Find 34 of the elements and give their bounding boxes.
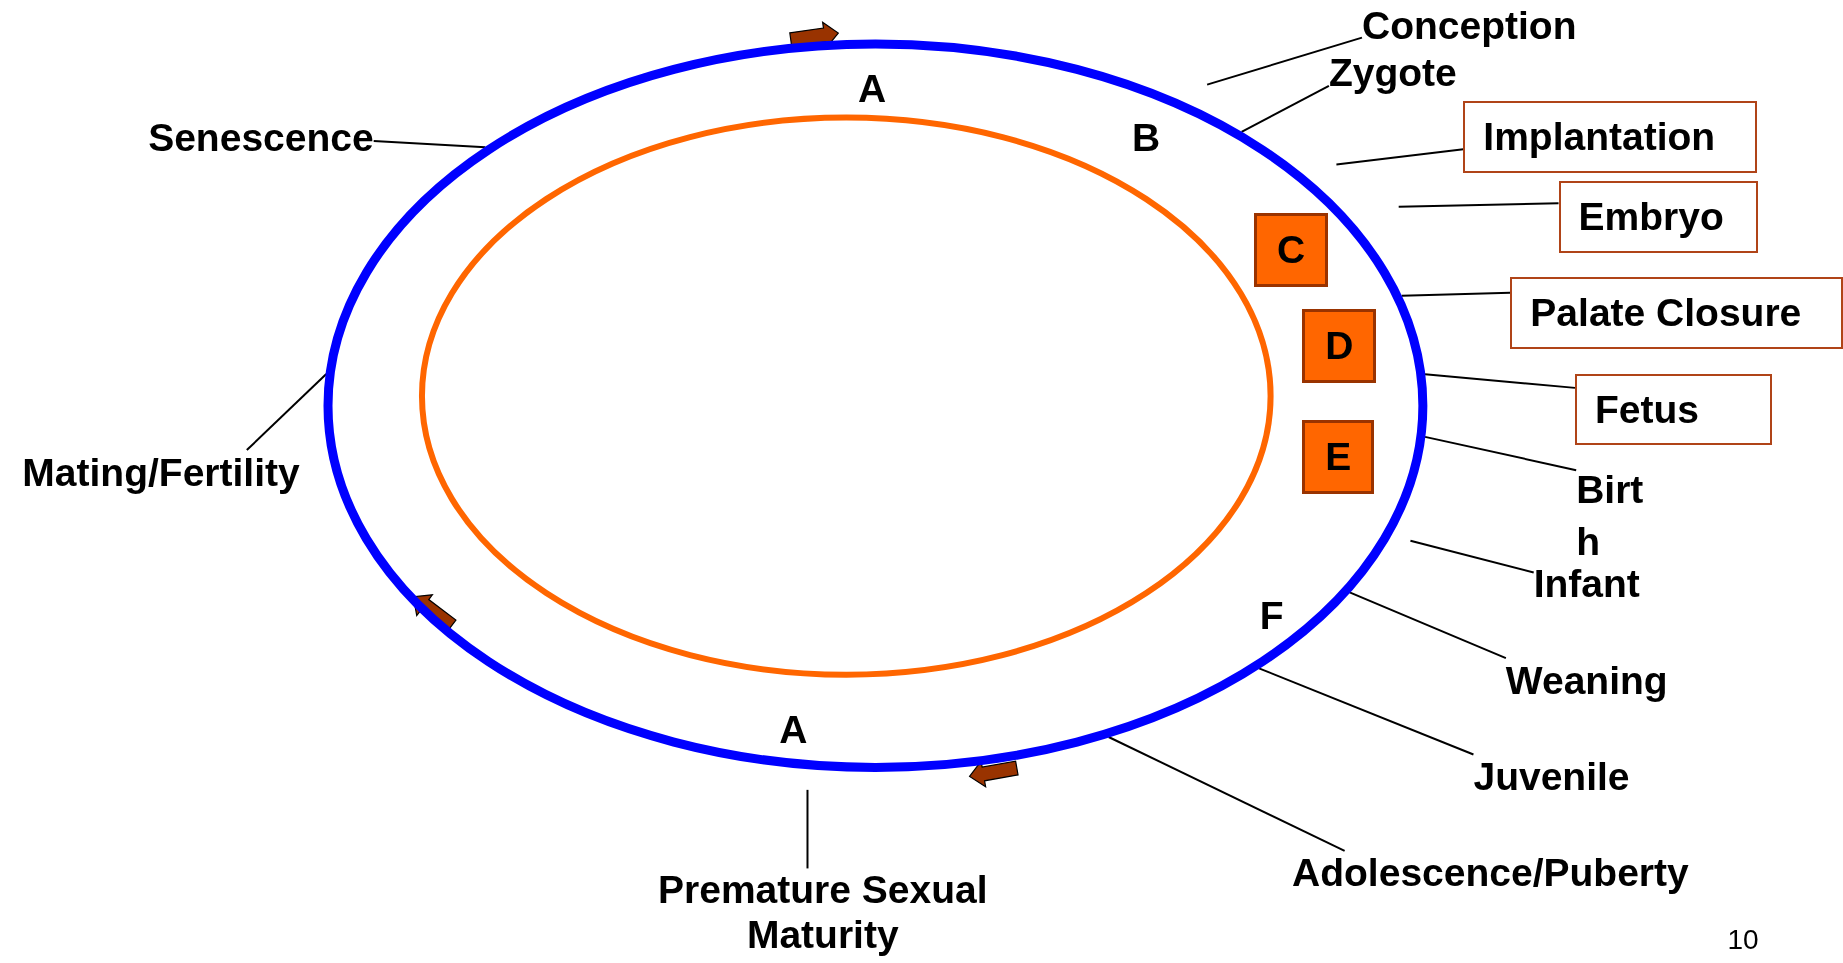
- leader-line: [1409, 539, 1535, 574]
- stage-label: Adolescence/Puberty: [1292, 850, 1689, 896]
- stage-label: Zygote: [1328, 50, 1457, 96]
- stage-box: Fetus: [1575, 373, 1773, 446]
- leader-line: [1107, 736, 1346, 852]
- leader-line: [1424, 435, 1578, 472]
- section-letter: B: [1131, 115, 1161, 160]
- stage-label: Weaning: [1505, 658, 1668, 703]
- section-letter: F: [1259, 593, 1284, 639]
- leader-line: [1400, 291, 1512, 297]
- leader-line: [372, 140, 487, 149]
- period-marker: D: [1302, 309, 1377, 384]
- stage-label: Mating/Fertility: [22, 450, 300, 495]
- stage-box: Implantation: [1463, 101, 1758, 173]
- stage-label: Conception: [1362, 3, 1577, 49]
- leader-line: [1397, 202, 1560, 208]
- stage-label: Premature Sexual Maturity: [652, 868, 994, 959]
- period-marker: E: [1302, 419, 1374, 494]
- leader-line: [806, 788, 809, 870]
- leader-line: [1206, 36, 1363, 86]
- stage-label: Juvenile: [1473, 754, 1630, 800]
- leader-line: [245, 372, 328, 452]
- section-letter: A: [858, 66, 887, 112]
- stage-box: Embryo: [1558, 181, 1759, 253]
- stage-box: Palate Closure: [1510, 277, 1843, 350]
- section-letter: A: [779, 707, 808, 753]
- page-number: 10: [1727, 924, 1759, 957]
- period-marker: C: [1254, 212, 1329, 287]
- leader-line: [1258, 667, 1475, 756]
- stage-label: Senescence: [148, 115, 374, 160]
- leader-line: [1424, 373, 1576, 389]
- leader-line: [1335, 148, 1465, 166]
- leader-line: [1240, 84, 1330, 133]
- leader-line: [1348, 591, 1507, 660]
